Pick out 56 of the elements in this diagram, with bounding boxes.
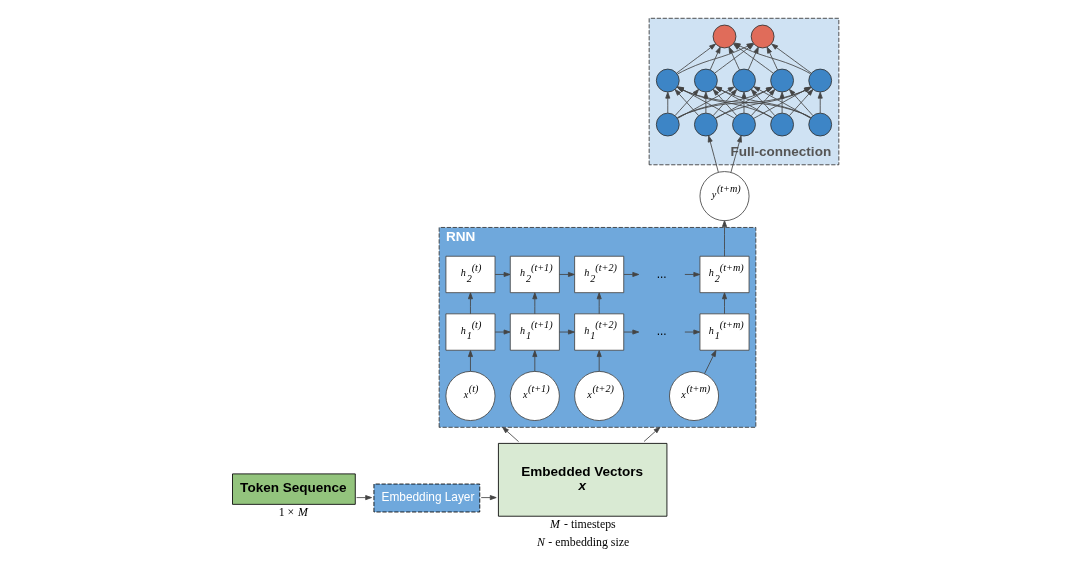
arrow xyxy=(558,271,575,277)
arrow xyxy=(558,329,575,335)
arrow xyxy=(766,46,778,71)
node-circle xyxy=(655,112,680,137)
arrow xyxy=(623,271,639,277)
arrow xyxy=(721,292,727,315)
node-circle xyxy=(693,68,718,93)
node-circle xyxy=(731,68,756,93)
node-circle xyxy=(693,112,718,137)
node-circle xyxy=(769,68,794,93)
arrow xyxy=(664,91,670,114)
arrow xyxy=(675,43,716,74)
arrow xyxy=(480,495,497,501)
arrow xyxy=(676,86,735,119)
arrow xyxy=(712,89,737,116)
arrow xyxy=(728,46,740,71)
arrow xyxy=(643,426,660,442)
node-label: M - timesteps xyxy=(549,517,616,532)
node-circle xyxy=(807,112,832,137)
arrow xyxy=(596,292,602,315)
arrow xyxy=(779,91,785,114)
arrow xyxy=(721,220,727,257)
node-label: 1 × M xyxy=(278,505,308,520)
node-text: ... xyxy=(656,266,667,281)
arrow xyxy=(494,271,510,277)
arrow xyxy=(703,350,716,375)
cluster: Full-connection xyxy=(648,17,839,166)
node-circle xyxy=(712,24,736,49)
node-circle xyxy=(731,112,756,137)
arrow xyxy=(741,91,746,114)
arrow xyxy=(531,292,537,315)
arrow xyxy=(709,46,721,71)
arrow xyxy=(729,135,742,173)
arrow xyxy=(683,271,700,277)
node-label: N - embedding size xyxy=(536,535,629,550)
arrow xyxy=(494,329,510,335)
arrow xyxy=(817,91,823,114)
node-circle xyxy=(655,68,680,93)
arrow xyxy=(596,350,602,372)
arrow xyxy=(683,329,700,335)
arrow xyxy=(355,495,372,501)
node-circle xyxy=(807,68,832,93)
arrow xyxy=(747,46,759,71)
arrow xyxy=(467,292,473,315)
arrow xyxy=(714,86,773,119)
arrow xyxy=(467,350,473,372)
arrow xyxy=(770,43,812,74)
arrow xyxy=(750,89,775,116)
arrow xyxy=(531,350,537,372)
node-circle xyxy=(769,112,794,137)
arrow xyxy=(623,329,639,335)
node-circle xyxy=(750,24,774,49)
node-text: ... xyxy=(656,324,667,339)
arrow xyxy=(501,426,519,443)
arrow xyxy=(674,89,699,116)
arrow xyxy=(707,135,719,173)
